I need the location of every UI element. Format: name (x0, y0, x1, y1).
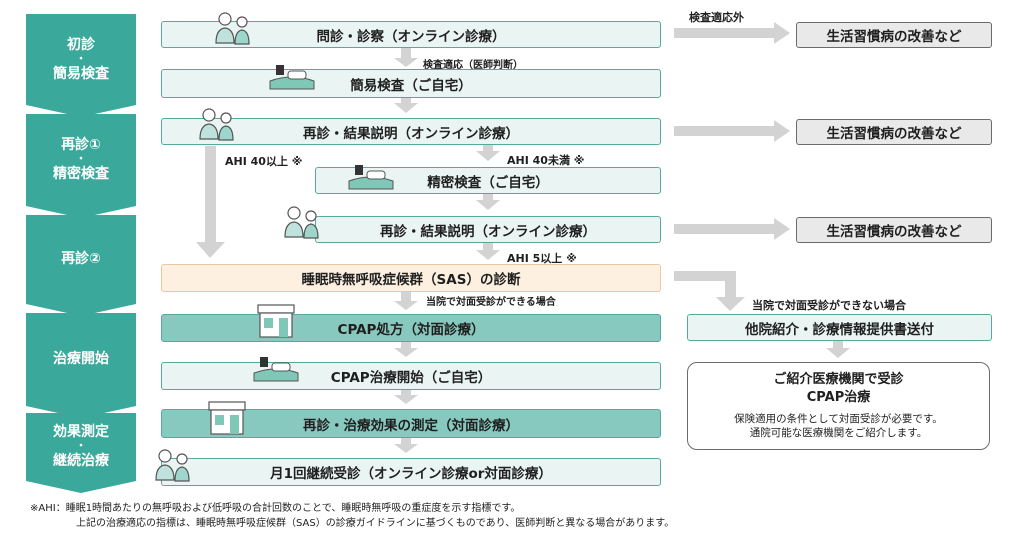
referral-label: 他院紹介・診療情報提供書送付 (745, 321, 934, 338)
stage-label: 精密検査 (53, 166, 109, 182)
arrow-down (476, 143, 500, 161)
footnote-line: ※AHI：睡眠1時間あたりの無呼吸および低呼吸の合計回数のことで、睡眠時無呼吸の… (30, 503, 521, 514)
lifestyle-label: 生活習慣病の改善など (826, 224, 962, 240)
step-revisit-result-2: 再診・結果説明（オンライン診療） (315, 216, 661, 243)
arrow-down (394, 48, 418, 67)
arrow-down (394, 97, 418, 113)
referral-detail-box: ご紹介医療機関で受診 CPAP治療 保険適用の条件として対面受診が必要です。 通… (687, 362, 990, 450)
step-revisit-result-1: 再診・結果説明（オンライン診療） (161, 118, 661, 145)
step-monthly-visit: 月1回継続受診（オンライン診療or対面診療） (161, 458, 661, 486)
referral-note: 保険適用の条件として対面受診が必要です。 (734, 413, 943, 425)
clinic-building-icon (257, 304, 295, 338)
sleep-test-icon (269, 65, 315, 90)
label-ahi5-over: AHI 5以上 ※ (507, 252, 577, 265)
step-label: 再診・結果説明（オンライン診療） (303, 125, 519, 142)
step-sas-diagnosis: 睡眠時無呼吸症候群（SAS）の診断 (161, 264, 661, 292)
stage-label: 治療開始 (53, 351, 109, 367)
step-label: 再診・治療効果の測定（対面診療） (303, 417, 519, 434)
stage-revisit1: 再診① ・ 精密検査 (26, 114, 136, 218)
label-in-clinic: 当院で対面受診ができる場合 (426, 297, 556, 308)
stage-label: 再診① (61, 137, 101, 153)
lifestyle-box: 生活習慣病の改善など (796, 119, 992, 145)
arrow-down (476, 242, 500, 260)
arrow-down (826, 339, 850, 358)
label-ahi40-under: AHI 40未満 ※ (507, 154, 585, 167)
stage-initial: 初診 ・ 簡易検査 (26, 14, 136, 117)
arrow-elbow (674, 271, 745, 311)
stage-treatment-start: 治療開始 (26, 313, 136, 418)
step-label: 問診・診察（オンライン診療） (316, 28, 506, 45)
stage-follow-up: 効果測定 ・ 継続治療 (26, 413, 136, 493)
label-not-in-clinic: 当院で対面受診ができない場合 (752, 299, 906, 312)
clinic-building-icon (208, 401, 246, 435)
arrow-down (394, 437, 418, 453)
arrow-down (394, 291, 418, 310)
lifestyle-box: 生活習慣病の改善など (796, 22, 992, 48)
doctor-patient-icon (284, 206, 319, 239)
doctor-patient-icon (215, 12, 250, 45)
stage-revisit2: 再診② (26, 215, 136, 316)
sleep-test-icon (348, 165, 394, 190)
step-label: 精密検査（ご自宅） (427, 174, 549, 191)
lifestyle-box: 生活習慣病の改善など (796, 217, 992, 243)
lifestyle-label: 生活習慣病の改善など (826, 126, 962, 142)
referral-title: CPAP治療 (806, 390, 871, 405)
step-label: CPAP治療開始（ご自宅） (330, 370, 492, 386)
label-not-applicable: 検査適応外 (689, 11, 744, 24)
arrow-down (476, 193, 500, 210)
stage-label: 効果測定 (53, 424, 109, 440)
arrow-down (394, 389, 418, 404)
arrow-right (674, 22, 790, 44)
label-ahi40-over: AHI 40以上 ※ (225, 155, 303, 168)
lifestyle-label: 生活習慣病の改善など (826, 29, 962, 45)
stage-label: 初診 (67, 36, 95, 53)
stage-label: 継続治療 (53, 453, 109, 469)
stage-label: 簡易検査 (53, 65, 109, 82)
sleep-test-icon (253, 357, 299, 382)
footnote-line: 上記の治療適応の指標は、睡眠時無呼吸症候群（SAS）の診療ガイドラインに基づくも… (76, 518, 675, 529)
arrow-right (674, 120, 790, 142)
referral-box: 他院紹介・診療情報提供書送付 (687, 314, 992, 341)
step-simple-test: 簡易検査（ご自宅） (161, 69, 661, 98)
step-label: 睡眠時無呼吸症候群（SAS）の診断 (301, 272, 521, 288)
stage-dot: ・ (76, 441, 86, 452)
stage-dot: ・ (76, 154, 86, 165)
referral-note: 通院可能な医療機関をご紹介します。 (749, 427, 928, 439)
arrow-right (674, 218, 790, 240)
arrow-down (394, 341, 418, 357)
step-label: 簡易検査（ご自宅） (350, 77, 472, 94)
doctor-patient-icon (199, 108, 234, 141)
doctor-patient-icon (155, 449, 190, 482)
step-label: 再診・結果説明（オンライン診療） (380, 223, 596, 240)
step-cpap-start: CPAP治療開始（ご自宅） (161, 362, 661, 390)
arrow-down-long (196, 146, 225, 258)
step-label: 月1回継続受診（オンライン診療or対面診療） (270, 466, 552, 482)
label-applicable: 検査適応（医師判断） (423, 60, 523, 71)
stage-dot: ・ (76, 53, 86, 65)
referral-title: ご紹介医療機関で受診 (773, 372, 904, 387)
step-label: CPAP処方（対面診療） (337, 322, 485, 338)
stage-label: 再診② (61, 251, 101, 267)
step-effect-measurement: 再診・治療効果の測定（対面診療） (161, 409, 661, 438)
step-cpap-prescription: CPAP処方（対面診療） (161, 314, 661, 342)
